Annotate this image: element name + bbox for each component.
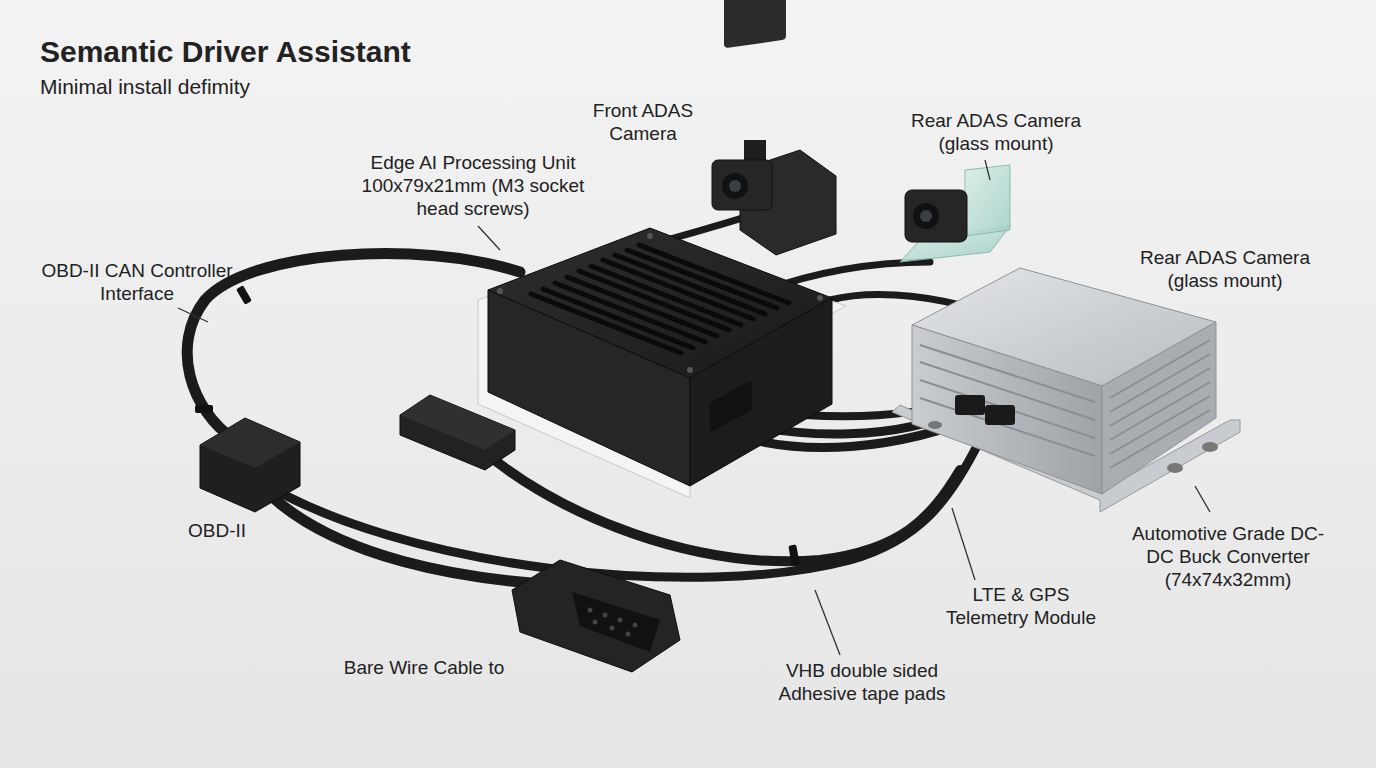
part-label: LTE & GPS Telemetry Module (937, 583, 1105, 629)
part-label: Bare Wire Cable to (314, 656, 534, 679)
part-label: VHB double sided Adhesive tape pads (765, 659, 960, 705)
part-label: OBD-II (157, 519, 277, 542)
part-label: Rear ADAS Camera (glass mount) (1130, 246, 1320, 292)
diagram-title: Semantic Driver Assistant (40, 34, 411, 71)
subtitle: Minimal install defimity (40, 74, 250, 100)
part-label: Edge AI Processing Unit 100x79x21mm (M3 … (357, 151, 589, 221)
part-label: Front ADAS Camera (573, 99, 713, 145)
part-label: Automotive Grade DC-DC Buck Converter (7… (1123, 522, 1333, 592)
part-label: OBD-II CAN Controller Interface (30, 259, 245, 305)
part-label: Rear ADAS Camera (glass mount) (901, 109, 1091, 155)
